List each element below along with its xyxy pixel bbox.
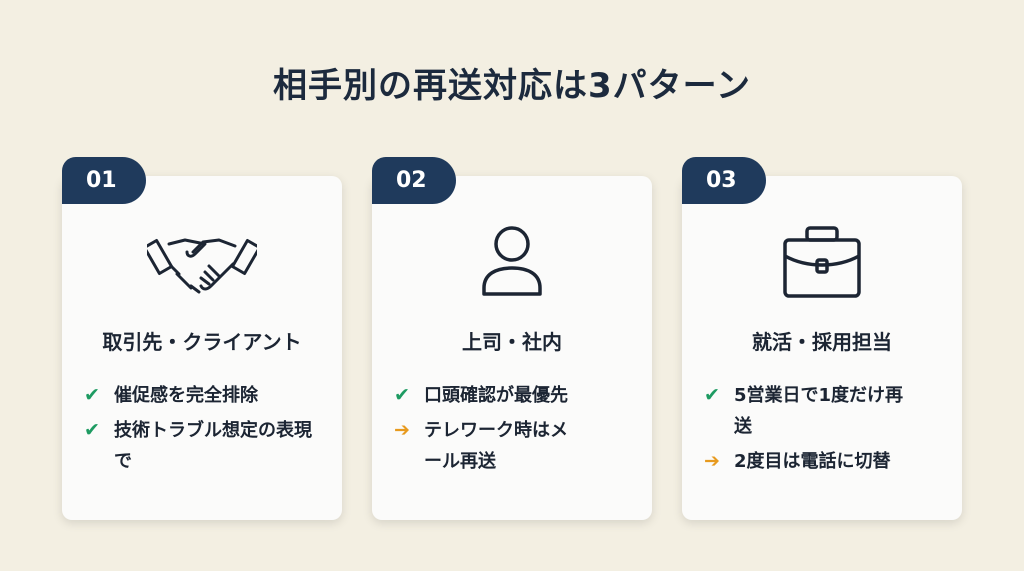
card-boss: 02 上司・社内 ✔口頭確認が最優先 ➔テレワーク時はメール再送 [372,157,652,520]
list-item: ✔5営業日で1度だけ再送 [704,380,944,442]
arrow-right-icon: ➔ [704,450,720,472]
page-title: 相手別の再送対応は3パターン [273,66,751,106]
card-number-badge: 01 [62,157,146,204]
card-heading: 就活・採用担当 [752,330,892,354]
list-item: ➔2度目は電話に切替 [704,446,944,477]
card-heading: 上司・社内 [462,330,562,354]
list-item: ✔口頭確認が最優先 [394,380,634,411]
list-item: ✔催促感を完全排除 [84,380,324,411]
handshake-icon [62,222,342,302]
person-icon [372,222,652,302]
check-icon: ✔ [84,384,100,406]
card-client: 01 取引先・クライアント ✔催促感を完全排除 ✔技術トラブル想定の表現で [62,157,342,520]
card-number-badge: 02 [372,157,456,204]
card-number-badge: 03 [682,157,766,204]
card-heading: 取引先・クライアント [102,330,302,354]
check-icon: ✔ [394,384,410,406]
arrow-right-icon: ➔ [394,419,410,441]
check-icon: ✔ [84,419,100,441]
list-item: ➔テレワーク時はメール再送 [394,415,634,477]
list-item: ✔技術トラブル想定の表現で [84,415,324,477]
briefcase-icon [682,222,962,302]
check-icon: ✔ [704,384,720,406]
card-recruiting: 03 就活・採用担当 ✔5営業日で1度だけ再送 ➔2度目は電話に切替 [682,157,962,520]
